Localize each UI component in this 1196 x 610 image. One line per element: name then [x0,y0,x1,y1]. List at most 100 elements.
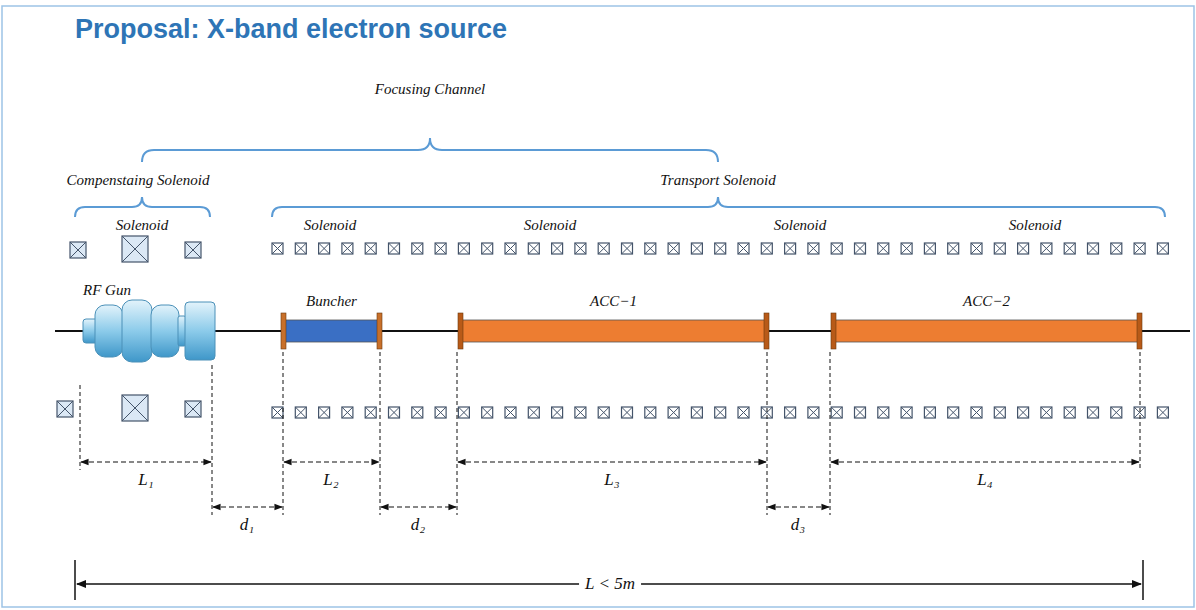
coil-symbol [1157,243,1168,254]
coil-symbol [855,407,866,418]
coil-symbol [458,407,469,418]
rf-gun: RF Gun [83,300,215,362]
coil-symbol [389,407,400,418]
coil-symbol [924,243,935,254]
coil-symbol [1111,407,1122,418]
coil-symbol [70,242,86,258]
coil-symbol [645,407,656,418]
coil-symbol [831,243,842,254]
coil-symbol [948,407,959,418]
total-length-line [75,560,1143,600]
coil-symbol [505,407,516,418]
coil-symbol [785,407,796,418]
coil-symbol [645,243,656,254]
coil-symbol [855,243,866,254]
coil-symbol [738,243,749,254]
annotation-label: d₁ [240,515,254,535]
beam-axis [1140,330,1190,332]
coil-symbol [435,243,446,254]
annotation-label: Focusing Channel [375,81,485,98]
coil-symbol [622,407,633,418]
component-name: RF Gun [83,282,131,299]
coil-symbol [808,407,819,418]
beam-axis [55,330,83,332]
coil-symbol [1088,407,1099,418]
coil-symbol [389,243,400,254]
coil-symbol [948,243,959,254]
coil-symbol [365,407,376,418]
coil-symbol [761,243,772,254]
beam-pipe [215,330,283,332]
annotation-label: d₂ [411,515,425,535]
coil-symbol [122,236,148,262]
coil-symbol [1041,243,1052,254]
coil-symbol [412,243,423,254]
coil-symbol [295,243,306,254]
coil-symbol [901,407,912,418]
annotation-label: L₁ [138,470,153,490]
coil-symbol [185,242,201,258]
coil-symbol [552,243,563,254]
slide-title: Proposal: X-band electron source [75,14,507,45]
coil-symbol [668,243,679,254]
annotation-label: Solenoid [304,217,357,234]
coil-symbol [1134,243,1145,254]
coil-symbol [185,401,201,417]
coil-symbol [971,407,982,418]
annotation-label: Compenstaing Solenoid [67,172,210,189]
brace [75,138,1165,217]
annotation-label: L₃ [604,470,619,490]
coil-symbol [878,407,889,418]
solenoid-coils [57,236,1168,421]
coil-symbol [971,243,982,254]
coil-symbol [575,407,586,418]
coil-symbol [808,243,819,254]
annotation-label: Transport Solenoid [660,172,775,189]
coil-symbol [901,243,912,254]
annotation-label: L₄ [977,470,992,490]
annotation-label: Solenoid [524,217,577,234]
coil-symbol [1157,407,1168,418]
coil-symbol [272,243,283,254]
annotation-label: d₃ [791,515,805,535]
accelerator-structure: ACC−2 [833,318,1140,344]
coil-symbol [1041,407,1052,418]
coil-symbol [122,395,148,421]
coil-symbol [295,407,306,418]
coil-symbol [622,243,633,254]
coil-symbol [552,407,563,418]
coil-symbol [994,243,1005,254]
component-name: ACC−1 [590,293,637,310]
beam-pipe [767,330,833,332]
coil-symbol [412,407,423,418]
coil-symbol [57,401,73,417]
component-name: ACC−2 [963,293,1010,310]
rf-gun-shape [83,300,215,362]
coil-symbol [1018,243,1029,254]
coil-symbol [878,243,889,254]
coil-symbol [831,407,842,418]
coil-symbol [575,243,586,254]
beam-pipe [380,330,460,332]
coil-symbol [668,407,679,418]
coil-symbol [1018,407,1029,418]
coil-symbol [924,407,935,418]
coil-symbol [528,243,539,254]
coil-symbol [715,243,726,254]
coil-symbol [505,243,516,254]
coil-symbol [691,407,702,418]
coil-symbol [715,407,726,418]
coil-symbol [272,407,283,418]
accelerator-structure-shape [460,318,767,344]
buncher-cavity-shape [283,318,380,344]
coil-symbol [1064,243,1075,254]
annotation-label: L < 5m [579,574,641,594]
coil-symbol [435,407,446,418]
accelerator-structure: ACC−1 [460,318,767,344]
coil-symbol [994,407,1005,418]
coil-symbol [319,243,330,254]
coil-symbol [482,243,493,254]
coil-symbol [691,243,702,254]
coil-symbol [482,407,493,418]
annotation-label: Solenoid [1009,217,1062,234]
